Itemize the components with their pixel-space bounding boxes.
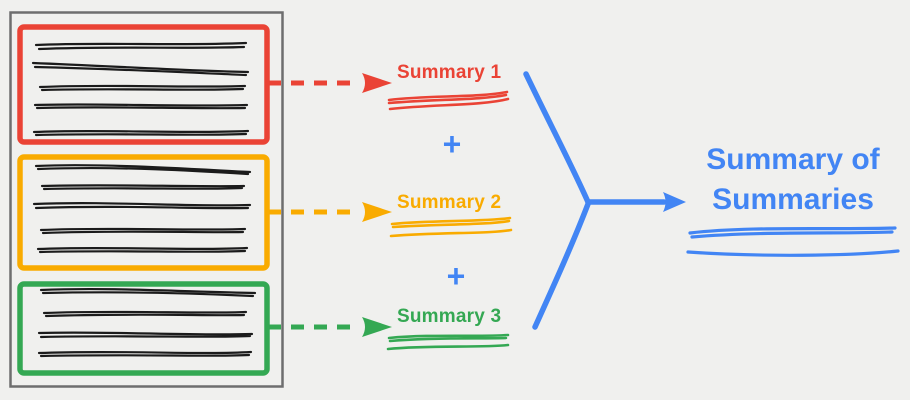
summary1-label: Summary 1 <box>397 62 502 83</box>
section-3-text-scribbles <box>37 287 257 358</box>
plus-operator-1: + <box>442 126 462 162</box>
summary1-result-scribble <box>387 90 510 111</box>
result-scribbles <box>686 226 900 257</box>
section-1-text-scribbles <box>31 41 250 137</box>
plus-operator-2: + <box>446 258 466 294</box>
section-2-text-scribbles <box>32 164 252 254</box>
document-section-green-box <box>17 281 270 376</box>
summary3-label: Summary 3 <box>397 306 502 327</box>
summary3-dashed-arrow <box>268 317 510 351</box>
merge-branch-top <box>523 71 591 205</box>
source-document <box>9 11 284 388</box>
summary1-arrowhead-icon <box>362 73 392 93</box>
document-section-orange-box <box>17 154 270 271</box>
merge-arrowhead-icon <box>663 192 686 212</box>
document-outline <box>9 11 284 388</box>
summary1-dashed-arrow <box>268 73 510 111</box>
summary2-label: Summary 2 <box>397 192 502 213</box>
summary2-result-scribble <box>389 216 513 238</box>
merge-branch-bottom <box>532 201 591 330</box>
summary3-result-scribble <box>386 333 510 351</box>
result-title-line2: Summaries <box>712 183 874 216</box>
merge-arrow <box>523 71 686 330</box>
document-section-red-box <box>17 24 270 145</box>
summary2-dashed-arrow <box>268 202 513 238</box>
result-title-line1: Summary of <box>706 143 880 176</box>
summary2-arrowhead-icon <box>362 202 392 222</box>
result-title: Summary of Summaries <box>683 140 903 220</box>
summary3-arrowhead-icon <box>362 317 392 337</box>
